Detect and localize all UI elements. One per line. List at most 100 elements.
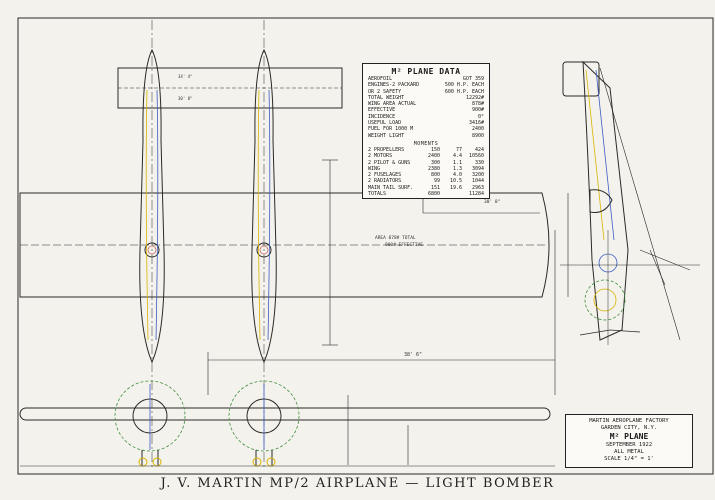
moment-cell-a — [440, 191, 462, 197]
moment-cell-w: 150 — [430, 146, 440, 153]
plane-data-row: OR 2 SAFETY 600 H.P. EACH — [368, 89, 484, 95]
title-block-scale: SCALE 1/4" = 1' — [604, 456, 654, 462]
tail-dim-label-2: 30' 8" — [178, 96, 193, 101]
front-wing — [19, 407, 551, 421]
plane-data-title: M² PLANE DATA — [391, 67, 461, 76]
title-block-location: GARDEN CITY, N.Y. — [600, 425, 658, 431]
top-view — [19, 20, 569, 470]
moment-cell-m: 11284 — [468, 191, 484, 198]
moment-cell-m: 10560 — [468, 153, 484, 160]
moment-cell-m: 330 — [474, 159, 484, 166]
moment-cell-a: 77 — [455, 146, 462, 153]
moment-row: 2 FUSELAGES 800 4.0 3200 — [368, 172, 484, 178]
moment-row: 2 MOTORS 2400 4.4 10560 — [368, 153, 484, 159]
wing-area-effective-label: 900# EFFECTIVE — [385, 243, 423, 248]
moment-cell-label: MAIN TAIL SURF. — [368, 184, 414, 191]
plane-data-row: USEFUL LOAD 3416# — [368, 120, 484, 126]
title-block-plane: M² PLANE — [609, 432, 649, 441]
plane-data-row: WEIGHT LIGHT 8900 — [368, 133, 484, 139]
plane-data-row: TOTAL WEIGHT 12292# — [368, 95, 484, 101]
chord-dim-label: 30' 8" — [484, 200, 501, 205]
plane-data-value: 500 H.P. EACH — [444, 82, 484, 89]
plane-data-label: EFFECTIVE — [368, 107, 396, 114]
moments-header: MOMENTS — [413, 140, 439, 147]
moment-cell-a: 10.5 — [449, 178, 462, 185]
plane-data-value: 878# — [471, 101, 484, 108]
front-view — [19, 380, 555, 467]
plane-data-row: WING AREA ACTUAL 878# — [368, 101, 484, 107]
moment-cell-m: 424 — [474, 146, 484, 153]
title-block: MARTIN AEROPLANE FACTORY GARDEN CITY, N.… — [565, 414, 693, 468]
drawing-caption: J. V. MARTIN MP/2 AIRPLANE — LIGHT BOMBE… — [160, 476, 555, 491]
drawing-frame — [17, 17, 714, 475]
side-view — [560, 60, 700, 345]
plane-data-value: 8900 — [471, 132, 484, 139]
wing-area-label: AREA 878# TOTAL — [375, 236, 416, 241]
moment-row: WING 2380 1.3 3094 — [368, 166, 484, 172]
plane-data-label: USEFUL LOAD — [368, 120, 402, 127]
moment-cell-a: 19.6 — [449, 184, 462, 191]
side-fuselage — [582, 60, 629, 341]
moment-cell-label: 2 RADIATORS — [368, 178, 402, 185]
moment-cell-a: 4.4 — [452, 153, 462, 160]
title-block-date: SEPTEMBER 1922 — [605, 442, 653, 448]
left-cockpit — [144, 242, 160, 258]
main-wing — [19, 192, 550, 298]
plane-data-label: WING AREA ACTUAL — [368, 101, 417, 108]
plane-data-value: 0° — [477, 113, 484, 120]
tail-dim-label: 34' 4" — [178, 74, 193, 79]
moment-cell-label: 2 PILOT & GUNS — [368, 159, 411, 166]
moment-cell-label: TOTALS — [368, 191, 387, 198]
plane-data-value: 12292# — [465, 94, 484, 101]
moment-cell-w: 151 — [430, 184, 440, 191]
moment-cell-a: 4.0 — [452, 172, 462, 179]
title-block-factory: MARTIN AEROPLANE FACTORY — [589, 418, 669, 424]
moment-cell-a: 1.1 — [452, 159, 462, 166]
plane-data-label: INCIDENCE — [368, 113, 396, 120]
moment-cell-label: WING — [368, 165, 381, 172]
span-dim-label: 38' 6" — [404, 352, 423, 358]
moment-cell-label: 2 MOTORS — [368, 153, 393, 160]
moment-cell-m: 3200 — [471, 172, 484, 179]
plane-data-row: INCIDENCE 0° — [368, 114, 484, 120]
plane-data-label: FUEL FOR 1000 M — [368, 126, 414, 133]
title-block-note: ALL METAL — [614, 449, 644, 455]
plane-data-value: 2400 — [471, 126, 484, 133]
moment-cell-m: 3094 — [471, 165, 484, 172]
moment-cell-label: 2 FUSELAGES — [368, 172, 402, 179]
plane-data-label: ENGINES-2 PACKARD — [368, 82, 420, 89]
plane-data-label: WEIGHT LIGHT — [368, 132, 405, 139]
right-propeller-disk — [228, 380, 300, 452]
plane-data-row: ENGINES-2 PACKARD 500 H.P. EACH — [368, 82, 484, 88]
plane-data-label: AEROFOIL — [368, 76, 393, 82]
moment-cell-w: 300 — [430, 159, 440, 166]
right-cockpit — [256, 242, 272, 258]
moment-cell-w: 2380 — [427, 165, 440, 172]
moment-cell-label: 2 PROPELLERS — [368, 146, 405, 153]
moment-row: 2 PILOT & GUNS 300 1.1 330 — [368, 160, 484, 166]
plane-data-row: AEROFOIL GOT 359 — [368, 76, 484, 82]
moment-cell-w: 800 — [430, 172, 440, 179]
plane-data-value: 3416# — [468, 120, 484, 127]
plane-data-label: TOTAL WEIGHT — [368, 94, 405, 101]
moment-cell-w: 6800 — [427, 191, 440, 198]
moment-rows: 2 PROPELLERS 150 77 424 2 MOTORS 2400 4.4 10560… — [368, 147, 484, 197]
moment-cell-w: 2400 — [427, 153, 440, 160]
plane-data-row: FUEL FOR 1000 M 2400 — [368, 126, 484, 132]
moment-cell-w: 99 — [433, 178, 440, 185]
plane-data-row: EFFECTIVE 900# — [368, 107, 484, 113]
side-tail — [562, 61, 600, 97]
plane-data-label: OR 2 SAFETY — [368, 88, 402, 95]
plane-data-value: 600 H.P. EACH — [444, 88, 484, 95]
plane-data-value: GOT 359 — [462, 76, 484, 82]
left-propeller-disk — [114, 380, 186, 452]
moment-row: TOTALS 6800 11284 — [368, 191, 484, 197]
moment-cell-a: 1.3 — [452, 165, 462, 172]
plane-data-value: 900# — [471, 107, 484, 114]
moment-row: 2 PROPELLERS 150 77 424 — [368, 147, 484, 153]
